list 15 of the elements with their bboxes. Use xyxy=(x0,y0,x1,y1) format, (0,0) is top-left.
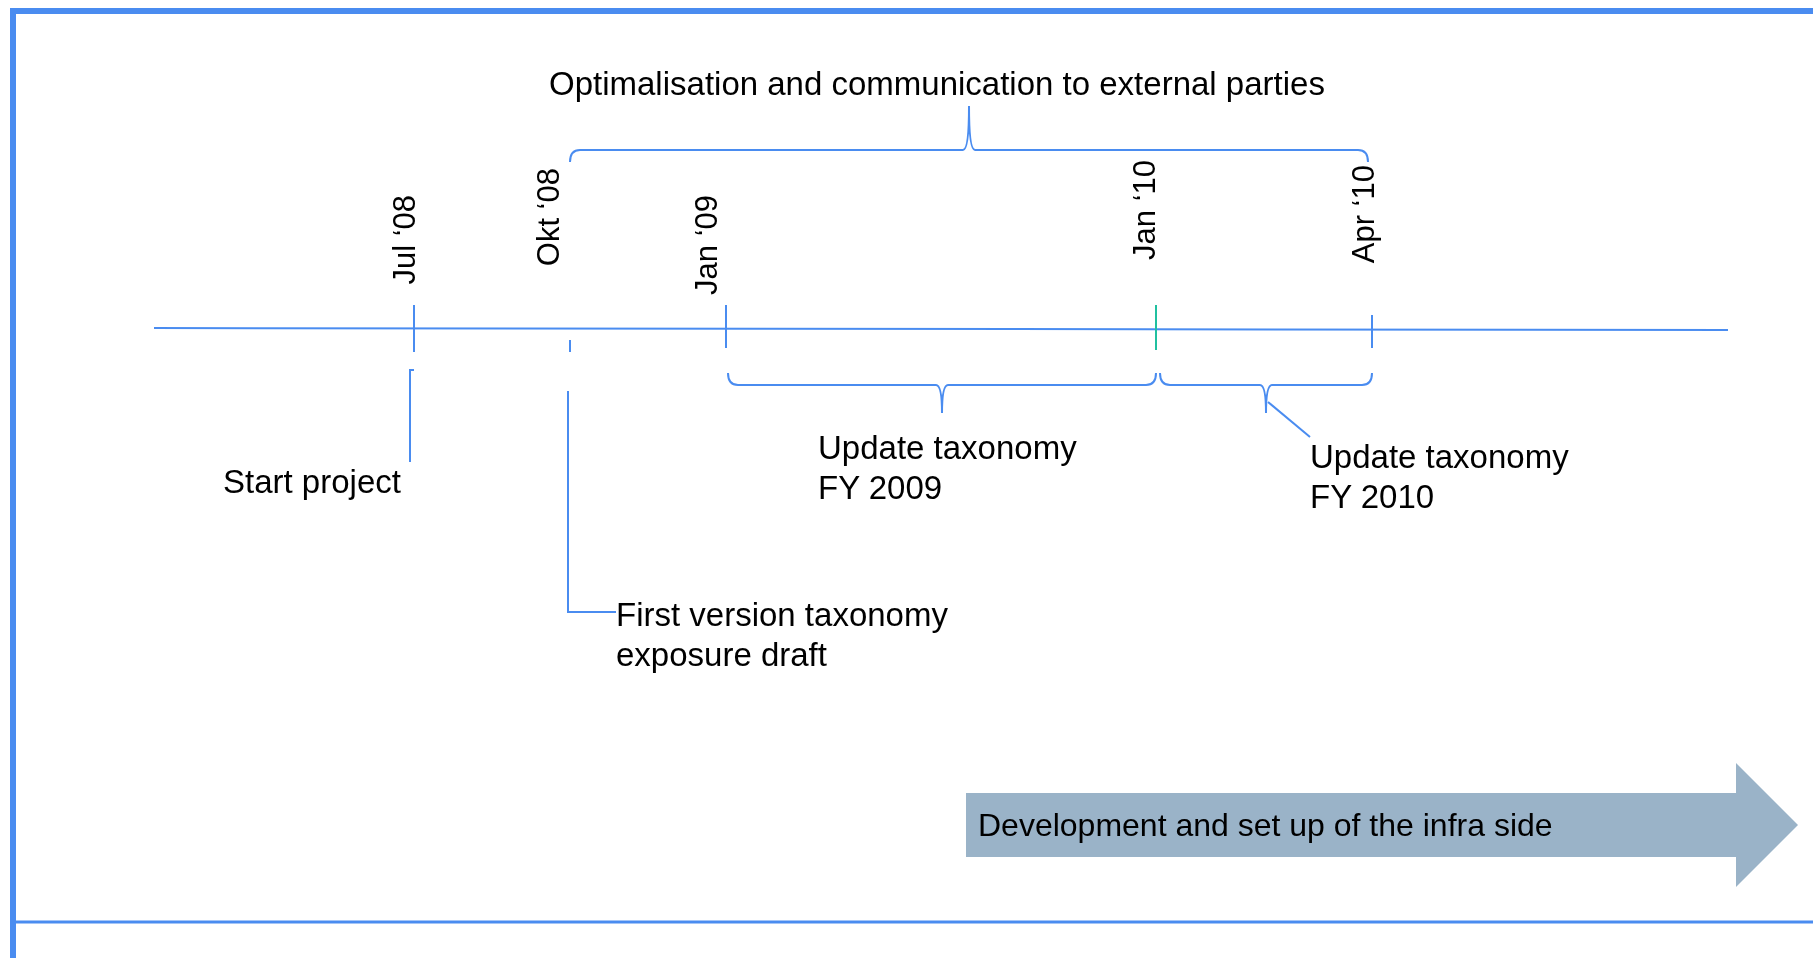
date-label: Jul ‘08 xyxy=(388,195,422,285)
banner-text: Development and set up of the infra side xyxy=(978,806,1553,845)
date-label: Apr ‘10 xyxy=(1347,165,1381,264)
phase-label: Update taxonomy FY 2009 xyxy=(818,428,1078,508)
date-label: Jan ‘10 xyxy=(1128,160,1162,260)
milestone-text: Update taxonomy FY 2010 xyxy=(1310,437,1570,517)
heading: Optimalisation and communication to external parties xyxy=(549,64,1326,104)
milestone-text: First version taxonomy exposure draft xyxy=(616,595,949,675)
leader-line xyxy=(1267,401,1311,438)
date-label: Jan ‘09 xyxy=(690,195,724,295)
leader-line xyxy=(567,390,617,613)
arrow-banner xyxy=(966,763,1798,887)
leader-line xyxy=(409,369,415,463)
date-label: Okt ‘08 xyxy=(532,168,566,267)
milestone-text: Start project xyxy=(223,462,402,502)
